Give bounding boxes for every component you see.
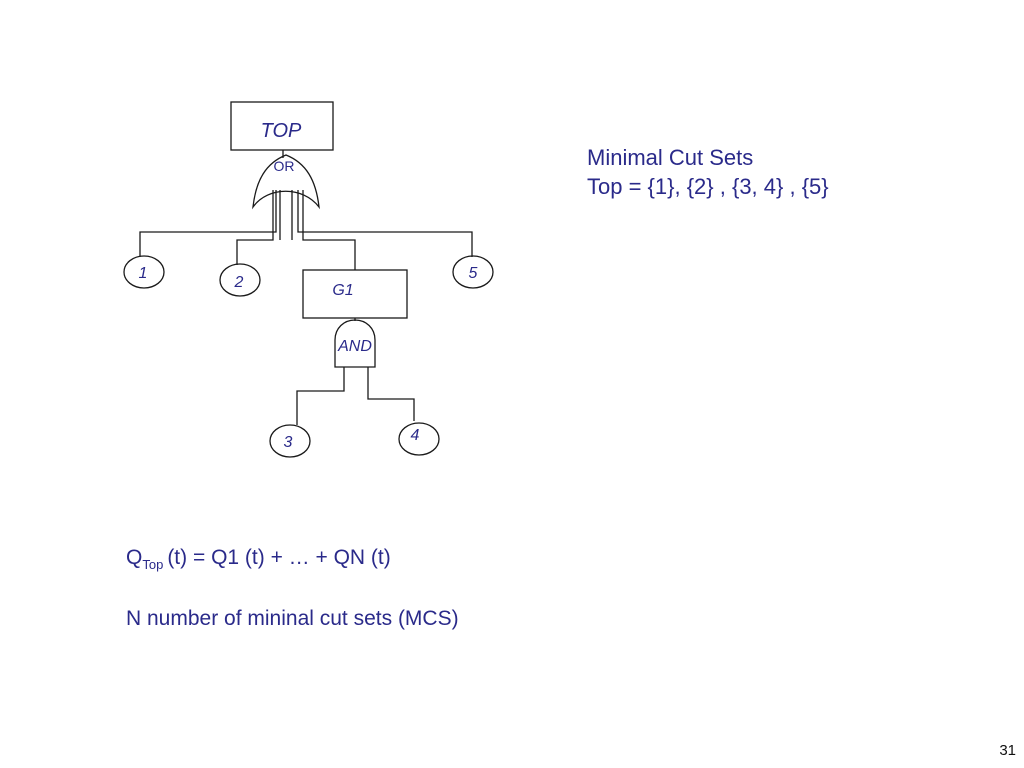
formula-expression: (t) = Q1 (t) + … + QN (t) bbox=[167, 546, 391, 569]
event-4-label: 4 bbox=[411, 427, 420, 444]
event-3-label: 3 bbox=[284, 434, 293, 451]
event-5-label: 5 bbox=[469, 265, 478, 282]
event-4-circle bbox=[398, 422, 440, 456]
event-3-circle bbox=[269, 424, 311, 458]
top-probability-formula: QTop(t) = Q1 (t) + … + QN (t) bbox=[126, 546, 391, 572]
page-number: 31 bbox=[999, 742, 1016, 759]
minimal-cut-sets-block: Minimal Cut Sets Top = {1}, {2} , {3, 4}… bbox=[587, 143, 829, 201]
and-gate-shape bbox=[334, 319, 376, 368]
g1-event-label: G1 bbox=[332, 282, 353, 299]
event-2-circle bbox=[219, 263, 261, 297]
event-1-label: 1 bbox=[139, 265, 148, 282]
event-5-circle bbox=[452, 255, 494, 289]
and-gate-label: AND bbox=[337, 338, 372, 355]
g1-event-box bbox=[302, 269, 408, 319]
formula-subscript: Top bbox=[142, 557, 164, 572]
top-event-box bbox=[230, 101, 334, 151]
or-gate-shape bbox=[252, 154, 320, 210]
mcs-note: N number of mininal cut sets (MCS) bbox=[126, 607, 459, 630]
event-2-label: 2 bbox=[234, 274, 244, 291]
cut-sets-expression: Top = {1}, {2} , {3, 4} , {5} bbox=[587, 174, 829, 199]
cut-sets-heading: Minimal Cut Sets bbox=[587, 145, 754, 170]
top-event-label: TOP bbox=[261, 120, 302, 142]
event-1-circle bbox=[123, 255, 165, 289]
formula-symbol: Q bbox=[126, 546, 143, 569]
or-gate-label: OR bbox=[274, 158, 295, 174]
